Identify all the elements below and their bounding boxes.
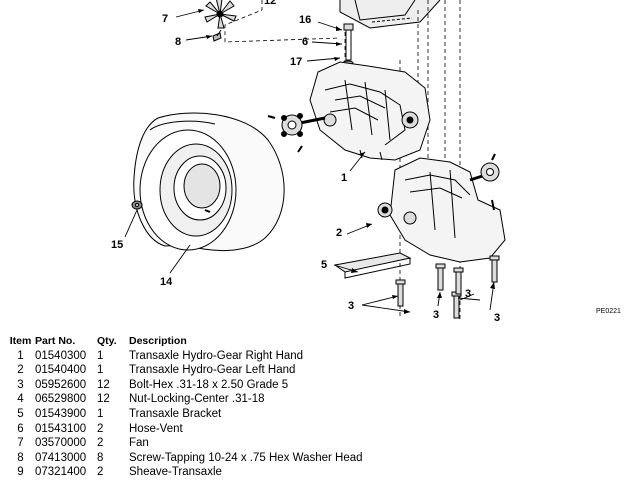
exploded-parts-diagram: 12 7 16 8 6 17 1 2 15 14 5 3 3 3 3 PE022… <box>111 0 621 324</box>
cell-quantity: 1 <box>97 349 104 362</box>
cell-quantity: 2 <box>97 422 104 435</box>
table-row: 9 07321400 2 Sheave-Transaxle <box>6 465 636 480</box>
table-row: 8 07413000 8 Screw-Tapping 10-24 x .75 Hex … <box>6 451 636 466</box>
cell-quantity: 12 <box>97 378 110 391</box>
cell-quantity: 1 <box>97 364 104 377</box>
table-row: 2 01540400 1 Transaxle Hydro-Gear Left Hand <box>6 363 636 378</box>
frame-housing <box>339 0 441 29</box>
cell-description: Sheave-Transaxle <box>129 466 222 479</box>
cell-part-number: 01540300 <box>35 349 87 362</box>
figure-code: PE0221 <box>596 308 621 315</box>
callout-3d: 3 <box>494 312 500 324</box>
cell-quantity: 2 <box>97 466 104 479</box>
cell-quantity: 2 <box>97 437 104 450</box>
table-row: 1 01540300 1 Transaxle Hydro-Gear Right Han… <box>6 349 636 364</box>
cell-part-number: 01543100 <box>35 422 87 435</box>
callout-12: 12 <box>264 0 276 7</box>
cell-item-number: 6 <box>17 422 24 435</box>
callout-7: 7 <box>162 13 168 25</box>
right-axle-hub <box>267 113 326 153</box>
table-row: 5 01543900 1 Transaxle Bracket <box>6 407 636 422</box>
callout-6: 6 <box>302 36 308 48</box>
callout-1: 1 <box>341 172 347 184</box>
cell-description: Nut-Locking-Center .31-18 <box>129 393 265 406</box>
table-row: 4 06529800 12 Nut-Locking-Center .31-18 <box>6 392 636 407</box>
cell-part-number: 07413000 <box>35 451 87 464</box>
cell-item-number: 9 <box>17 466 24 479</box>
callout-17: 17 <box>290 56 302 68</box>
callout-15: 15 <box>111 239 123 251</box>
cell-description: Screw-Tapping 10-24 x .75 Hex Washer Hea… <box>129 451 363 464</box>
wheel-tire <box>133 112 285 251</box>
transaxle-bracket <box>333 252 412 279</box>
cell-item-number: 1 <box>17 349 24 362</box>
callout-14: 14 <box>160 276 173 288</box>
cell-part-number: 06529800 <box>35 393 87 406</box>
hose-vent-part <box>342 23 354 66</box>
table-row: 3 05952600 12 Bolt-Hex .31-18 x 2.50 Grade … <box>6 378 636 393</box>
transaxle-right-hand <box>309 61 431 161</box>
cell-part-number: 03570000 <box>35 437 87 450</box>
cell-description: Fan <box>129 437 149 450</box>
fan-part <box>204 0 237 29</box>
header-description: Description <box>129 335 187 347</box>
callout-5: 5 <box>321 259 327 271</box>
callout-3a: 3 <box>348 300 354 312</box>
cell-quantity: 12 <box>97 393 110 406</box>
transaxle-left-hand <box>377 153 506 263</box>
header-part-number: Part No. <box>35 335 76 347</box>
header-item-number: Item <box>9 335 32 347</box>
cell-description: Bolt-Hex .31-18 x 2.50 Grade 5 <box>129 378 289 391</box>
valve-stem <box>131 200 143 210</box>
callout-8: 8 <box>175 36 181 48</box>
callout-16: 16 <box>299 14 311 26</box>
callout-arrowheads <box>198 9 495 314</box>
callout-3c: 3 <box>465 288 471 300</box>
cell-description: Transaxle Hydro-Gear Left Hand <box>129 364 296 377</box>
cell-description: Transaxle Hydro-Gear Right Hand <box>129 349 304 362</box>
table-row: 6 01543100 2 Hose-Vent <box>6 422 636 437</box>
cell-part-number: 07321400 <box>35 466 87 479</box>
cell-item-number: 3 <box>17 378 24 391</box>
cell-item-number: 7 <box>17 437 24 450</box>
cell-quantity: 1 <box>97 407 104 420</box>
cell-quantity: 8 <box>97 451 104 464</box>
cell-item-number: 4 <box>17 393 24 406</box>
cell-part-number: 01543900 <box>35 407 87 420</box>
hex-bolts <box>395 255 500 319</box>
cell-part-number: 01540400 <box>35 364 87 377</box>
cell-item-number: 5 <box>17 407 24 420</box>
cell-description: Transaxle Bracket <box>129 407 222 420</box>
header-quantity: Qty. <box>97 335 117 347</box>
cell-description: Hose-Vent <box>129 422 183 435</box>
tapping-screw-part <box>212 29 222 42</box>
cell-item-number: 8 <box>17 451 24 464</box>
cell-item-number: 2 <box>17 364 24 377</box>
table-row: 7 03570000 2 Fan <box>6 436 636 451</box>
callout-3b: 3 <box>433 309 439 321</box>
cell-part-number: 05952600 <box>35 378 87 391</box>
callout-2: 2 <box>336 227 342 239</box>
